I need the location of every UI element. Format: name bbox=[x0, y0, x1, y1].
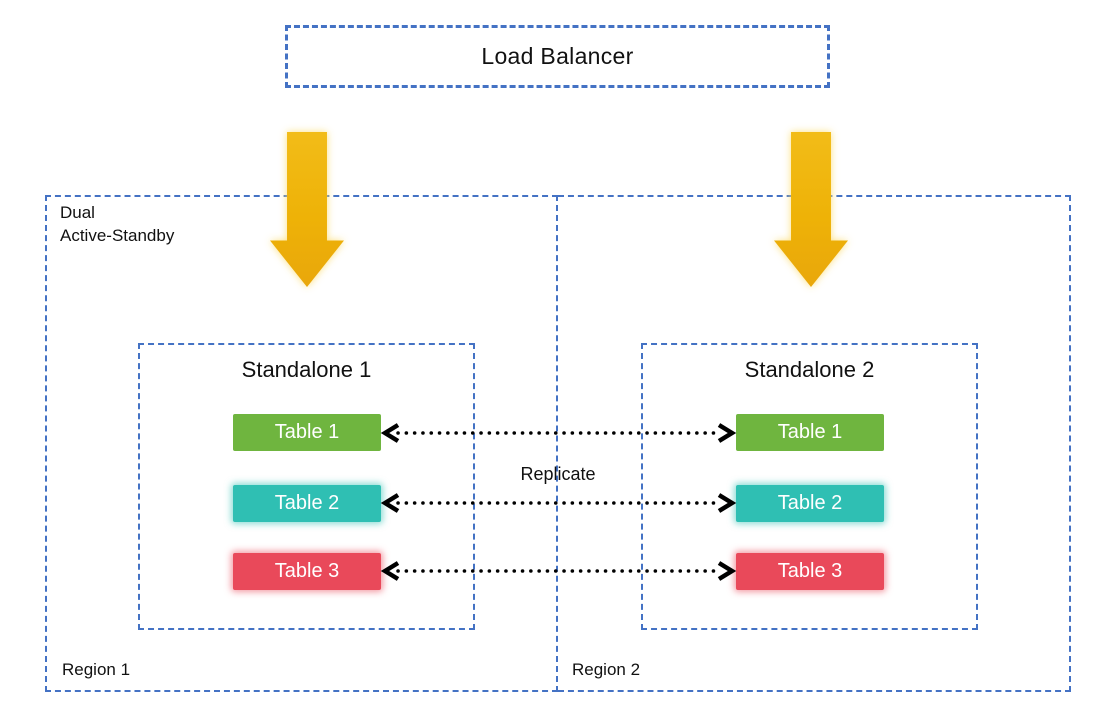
down-arrow-shape bbox=[270, 132, 344, 287]
standalone-1-title: Standalone 1 bbox=[241, 357, 372, 382]
table-3-chip: Table 3 bbox=[736, 553, 884, 590]
region-1-label: Region 1 bbox=[62, 660, 131, 679]
table-3-label: Table 3 bbox=[274, 560, 340, 582]
table-2-chip: Table 2 bbox=[233, 485, 381, 522]
table-2-label: Table 2 bbox=[777, 492, 843, 514]
load-balancer-label: Load Balancer bbox=[481, 43, 634, 69]
standalone-1-box: Standalone 1 Table 1 Table 2 Table 3 bbox=[138, 343, 475, 630]
table-1-chip: Table 1 bbox=[233, 414, 381, 451]
load-balancer-box: Load Balancer bbox=[285, 25, 830, 88]
table-1-chip: Table 1 bbox=[736, 414, 884, 451]
mode-label-line1: Dual bbox=[60, 203, 95, 222]
down-arrow-shape bbox=[774, 132, 848, 287]
down-arrow-icon bbox=[774, 132, 848, 287]
standalone-2-box: Standalone 2 Table 1 Table 2 Table 3 bbox=[641, 343, 978, 630]
table-2-label: Table 2 bbox=[274, 492, 340, 514]
table-1-label: Table 1 bbox=[274, 421, 340, 443]
table-3-label: Table 3 bbox=[777, 560, 843, 582]
mode-label-line2: Active-Standby bbox=[60, 226, 175, 245]
table-1-label: Table 1 bbox=[777, 421, 843, 443]
down-arrow-icon bbox=[270, 132, 344, 287]
table-2-chip: Table 2 bbox=[736, 485, 884, 522]
table-3-chip: Table 3 bbox=[233, 553, 381, 590]
region-2-label: Region 2 bbox=[572, 660, 641, 679]
dual-active-standby-label: Dual Active-Standby bbox=[60, 201, 174, 247]
replicate-label: Replicate bbox=[520, 464, 596, 484]
standalone-2-title: Standalone 2 bbox=[744, 357, 875, 382]
